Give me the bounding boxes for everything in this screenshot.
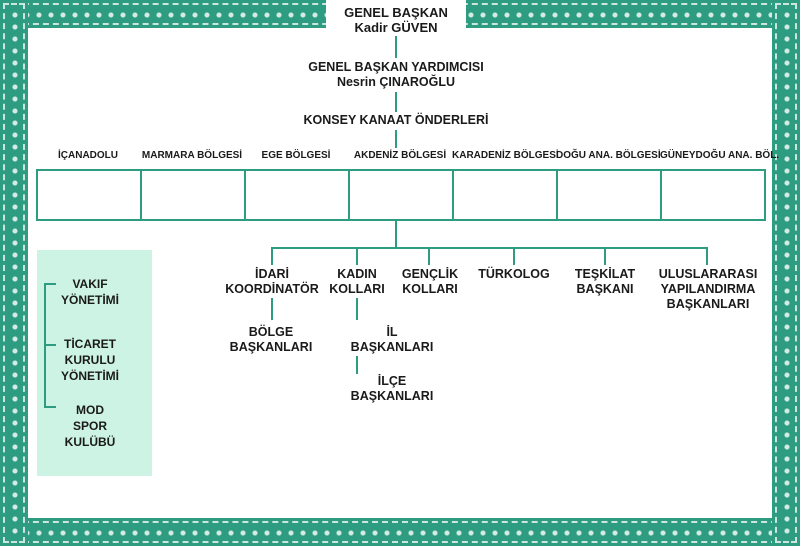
sports-line2: SPOR bbox=[72, 419, 107, 433]
dept-organization-line1: TEŞKİLAT bbox=[574, 267, 636, 281]
region-box-icanadolu bbox=[36, 169, 142, 221]
region-box-karadeniz bbox=[452, 169, 558, 221]
connector-admin-regional bbox=[271, 298, 273, 320]
region-box-dogu bbox=[556, 169, 662, 221]
drop-youth bbox=[428, 247, 430, 265]
provincial-heads-line1: İL bbox=[386, 325, 398, 339]
dept-women-line2: KOLLARI bbox=[329, 282, 385, 296]
president-title: GENEL BAŞKAN bbox=[344, 5, 448, 20]
drop-organization bbox=[604, 247, 606, 265]
region-label-karadeniz: KARADENİZ BÖLGESİ bbox=[452, 150, 559, 161]
connector-women-provincial bbox=[356, 298, 358, 320]
region-label-marmara: MARMARA BÖLGESİ bbox=[141, 150, 243, 161]
regional-heads-line2: BAŞKANLARI bbox=[229, 340, 313, 354]
side-bracket-bottom bbox=[44, 406, 56, 408]
connector-council-regions bbox=[395, 130, 397, 148]
region-label-ege: EGE BÖLGESİ bbox=[261, 150, 331, 161]
provincial-heads-line2: BAŞKANLARI bbox=[350, 340, 434, 354]
sports-line3: KULÜBÜ bbox=[64, 435, 116, 449]
dept-admin-line2: KOORDİNATÖR bbox=[225, 282, 319, 296]
side-panel bbox=[37, 250, 152, 476]
chart-canvas bbox=[28, 28, 772, 518]
left-border-ornament bbox=[0, 0, 28, 546]
dept-turkology: TÜRKOLOG bbox=[478, 267, 550, 281]
dept-youth-line2: KOLLARI bbox=[402, 282, 458, 296]
connector-regions-departments bbox=[395, 221, 397, 248]
district-heads-line1: İLÇE bbox=[377, 374, 407, 388]
region-label-guneydogu: GÜNEYDOĞU ANA. BÖL. bbox=[660, 150, 780, 161]
drop-turkology bbox=[513, 247, 515, 265]
trade-line2: KURULU bbox=[64, 353, 116, 367]
trade-line3: YÖNETİMİ bbox=[60, 369, 119, 383]
side-bracket-middle bbox=[44, 344, 56, 346]
region-box-ege bbox=[244, 169, 350, 221]
dept-international-line2: YAPILANDIRMA bbox=[660, 282, 756, 296]
drop-women bbox=[356, 247, 358, 265]
region-box-guneydogu bbox=[660, 169, 766, 221]
vice-president-name: Nesrin ÇINAROĞLU bbox=[336, 75, 456, 89]
foundation-line2: YÖNETİMİ bbox=[60, 293, 119, 307]
dept-admin-line1: İDARİ bbox=[254, 267, 290, 281]
drop-admin bbox=[271, 247, 273, 265]
dept-international-line3: BAŞKANLARI bbox=[666, 297, 750, 311]
trade-line1: TİCARET bbox=[64, 337, 116, 351]
region-label-dogu: DOĞU ANA. BÖLGESİ bbox=[556, 150, 661, 161]
right-border-ornament bbox=[772, 0, 800, 546]
drop-international bbox=[706, 247, 708, 265]
bottom-border-ornament bbox=[0, 518, 800, 546]
dept-youth-line1: GENÇLİK bbox=[401, 267, 459, 281]
connector-president-vice bbox=[395, 36, 397, 58]
side-bracket-top bbox=[44, 283, 56, 285]
dept-international-line1: ULUSLARARASI bbox=[658, 267, 758, 281]
connector-vice-council bbox=[395, 92, 397, 112]
connector-provincial-district bbox=[356, 356, 358, 374]
vice-president-title: GENEL BAŞKAN YARDIMCISI bbox=[308, 60, 484, 74]
council-title: KONSEY KANAAT ÖNDERLERİ bbox=[303, 113, 489, 127]
region-label-icanadolu: İÇANADOLU bbox=[58, 150, 118, 161]
dept-women-line1: KADIN bbox=[337, 267, 377, 281]
foundation-line1: VAKIF bbox=[72, 277, 108, 291]
department-bus bbox=[271, 247, 707, 249]
district-heads-line2: BAŞKANLARI bbox=[350, 389, 434, 403]
president-name: Kadir GÜVEN bbox=[354, 20, 438, 35]
region-box-marmara bbox=[140, 169, 246, 221]
dept-organization-line2: BAŞKANI bbox=[576, 282, 634, 296]
title-gap bbox=[326, 0, 466, 28]
region-label-akdeniz: AKDENİZ BÖLGESİ bbox=[353, 150, 447, 161]
regional-heads-line1: BÖLGE bbox=[248, 325, 294, 339]
sports-line1: MOD bbox=[76, 403, 104, 417]
region-box-akdeniz bbox=[348, 169, 454, 221]
